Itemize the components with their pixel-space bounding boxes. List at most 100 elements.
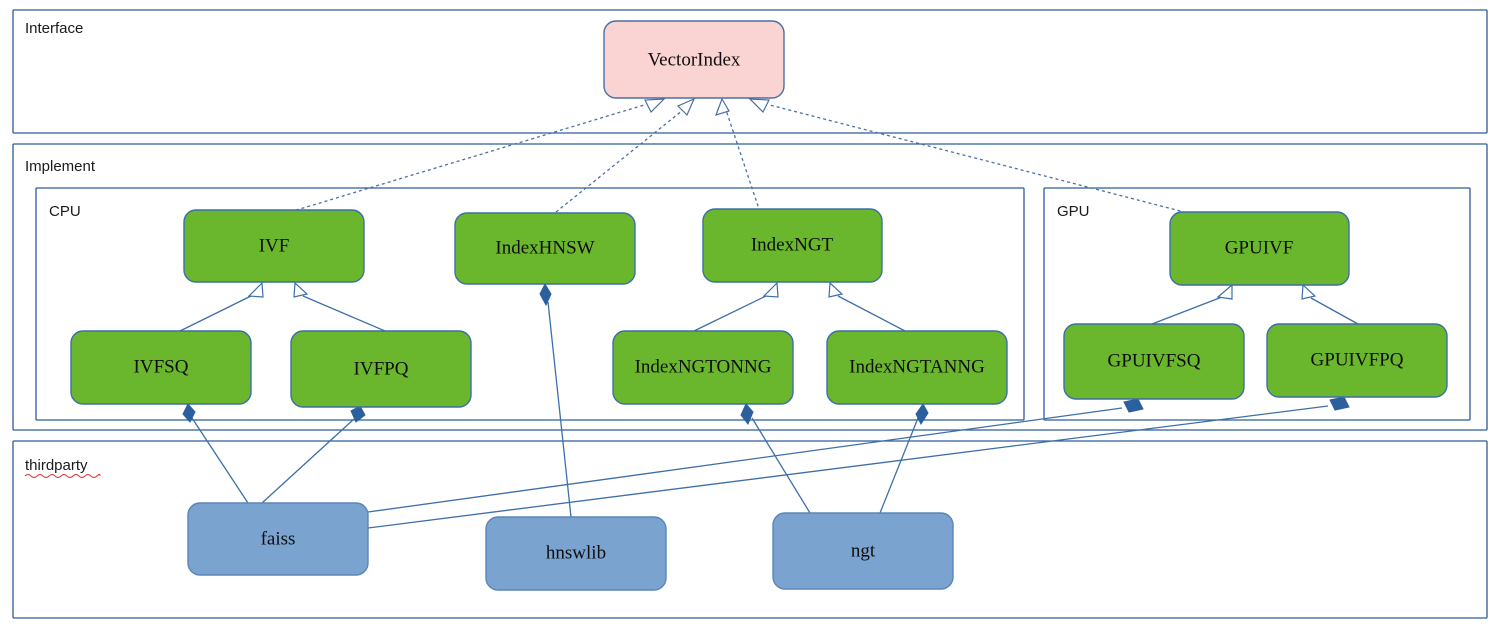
edge-ivfsq-to-ivf <box>179 281 264 332</box>
filled-diamond-icon <box>182 403 196 423</box>
hollow-triangle-arrowhead-icon <box>247 281 264 298</box>
node-ivfpq[interactable]: IVFPQ <box>290 330 472 408</box>
node-indexhnsw-rect[interactable] <box>454 212 636 285</box>
edge-line <box>547 301 572 518</box>
node-faiss-label: faiss <box>261 528 296 549</box>
container-implement-label: Implement <box>25 158 96 175</box>
edge-line <box>179 294 254 332</box>
node-gpuivf-rect[interactable] <box>1169 211 1350 286</box>
node-indexhnsw[interactable]: IndexHNSW <box>454 212 636 285</box>
node-hnswlib-rect[interactable] <box>485 516 667 591</box>
edge-gpuivfsq-to-gpuivf <box>1151 283 1233 325</box>
edge-line <box>367 405 1329 529</box>
container-cpu-label: CPU <box>49 203 81 220</box>
node-ivfsq[interactable]: IVFSQ <box>70 330 252 405</box>
edge-ivfpq-to-ivf <box>293 281 386 332</box>
filled-diamond-icon <box>915 403 929 426</box>
node-ngt-label: ngt <box>851 540 876 561</box>
hollow-triangle-arrowhead-icon <box>748 98 770 114</box>
container-cpu: CPU <box>35 187 1025 421</box>
edge-line <box>1310 297 1359 325</box>
hollow-triangle-arrowhead-icon <box>715 97 730 116</box>
filled-diamond-icon <box>1329 396 1350 411</box>
container-cpu-rect <box>35 187 1025 421</box>
spellcheck-underline-icon <box>24 473 101 479</box>
hollow-triangle-arrowhead-icon <box>828 281 844 298</box>
node-indexngt-rect[interactable] <box>702 208 883 283</box>
node-ivfpq-label: IVFPQ <box>354 358 409 379</box>
node-indexngt[interactable]: IndexNGT <box>702 208 883 283</box>
hollow-triangle-arrowhead-icon <box>644 98 666 114</box>
edge-gpuivfpq-to-gpuivf <box>1301 283 1359 325</box>
edge-indexngt-to-vectorindex <box>715 97 761 213</box>
edge-line <box>1151 296 1223 325</box>
container-thirdparty-rect <box>12 440 1488 619</box>
container-gpu-rect <box>1043 187 1471 421</box>
filled-diamond-icon <box>740 403 754 425</box>
edge-line <box>751 417 811 514</box>
node-gpuivfsq[interactable]: GPUIVFSQ <box>1063 323 1245 400</box>
edge-indexngtanng-to-indexngt <box>828 281 906 332</box>
node-indexngtanng-rect[interactable] <box>826 330 1008 405</box>
node-hnswlib[interactable]: hnswlib <box>485 516 667 591</box>
container-implement: Implement <box>12 143 1488 431</box>
container-thirdparty: thirdparty <box>12 440 1488 619</box>
node-ivf-label: IVF <box>259 235 290 256</box>
node-vectorindex-label: VectorIndex <box>648 49 741 70</box>
container-interface-label: Interface <box>25 20 83 37</box>
edge-faiss-to-gpuivfpq <box>367 396 1350 529</box>
node-gpuivfsq-label: GPUIVFSQ <box>1108 350 1201 371</box>
node-gpuivf[interactable]: GPUIVF <box>1169 211 1350 286</box>
edge-line <box>879 417 919 514</box>
container-thirdparty-label: thirdparty <box>25 457 88 474</box>
edge-gpuivf-to-vectorindex <box>748 98 1193 215</box>
edge-line <box>837 295 906 332</box>
node-gpuivf-label: GPUIVF <box>1225 237 1294 258</box>
hollow-triangle-arrowhead-icon <box>676 97 696 117</box>
node-vectorindex-rect[interactable] <box>603 20 785 99</box>
node-faiss-rect[interactable] <box>187 502 369 576</box>
edge-faiss-to-ivfsq <box>182 403 249 504</box>
node-ngt-rect[interactable] <box>772 512 954 590</box>
container-interface-rect <box>12 9 1488 134</box>
edge-faiss-to-gpuivfsq <box>367 398 1144 513</box>
container-implement-rect <box>12 143 1488 431</box>
node-indexngtonng-label: IndexNGTONNG <box>635 356 772 377</box>
node-faiss[interactable]: faiss <box>187 502 369 576</box>
node-ivfpq-rect[interactable] <box>290 330 472 408</box>
node-indexngtonng[interactable]: IndexNGTONNG <box>612 330 794 405</box>
edge-line <box>302 295 386 332</box>
edge-hnswlib-to-indexhnsw <box>539 282 572 518</box>
node-indexhnsw-label: IndexHNSW <box>495 237 594 258</box>
node-ivfsq-rect[interactable] <box>70 330 252 405</box>
container-interface: Interface <box>12 9 1488 134</box>
node-indexngtanng[interactable]: IndexNGTANNG <box>826 330 1008 405</box>
edge-line <box>555 109 684 213</box>
node-indexngt-label: IndexNGT <box>751 234 834 255</box>
container-gpu: GPU <box>1043 187 1471 421</box>
node-ngt[interactable]: ngt <box>772 512 954 590</box>
edge-line <box>261 418 355 504</box>
edge-line <box>693 294 769 332</box>
hollow-triangle-arrowhead-icon <box>293 281 309 298</box>
hollow-triangle-arrowhead-icon <box>762 281 779 298</box>
edge-line <box>289 104 645 213</box>
node-gpuivfsq-rect[interactable] <box>1063 323 1245 400</box>
edge-line <box>367 407 1123 513</box>
node-ivfsq-label: IVFSQ <box>134 356 189 377</box>
filled-diamond-icon <box>350 405 366 423</box>
edge-line <box>191 417 249 504</box>
node-indexngtanng-label: IndexNGTANNG <box>849 356 985 377</box>
edge-ivf-to-vectorindex <box>289 98 666 213</box>
node-gpuivfpq-label: GPUIVFPQ <box>1311 349 1404 370</box>
node-gpuivfpq[interactable]: GPUIVFPQ <box>1266 323 1448 398</box>
node-gpuivfpq-rect[interactable] <box>1266 323 1448 398</box>
edge-line <box>725 109 761 213</box>
node-vectorindex[interactable]: VectorIndex <box>603 20 785 99</box>
node-ivf-rect[interactable] <box>183 209 365 283</box>
node-indexngtonng-rect[interactable] <box>612 330 794 405</box>
edge-line <box>769 104 1193 215</box>
node-ivf[interactable]: IVF <box>183 209 365 283</box>
